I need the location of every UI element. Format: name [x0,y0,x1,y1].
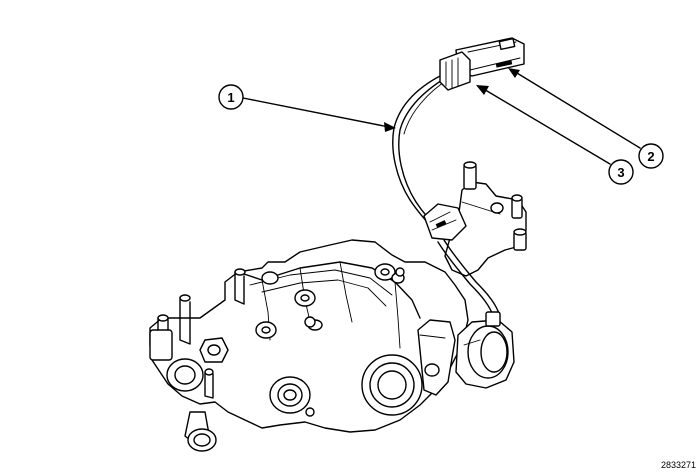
callout-1: 1 [218,84,396,132]
callout-number-1: 1 [227,90,234,105]
callout-2: 2 [508,68,664,169]
sensor-body [455,311,515,389]
callout-number-2: 2 [647,149,654,164]
callout-number-3: 3 [617,165,624,180]
electrical-connector [439,37,525,91]
leader-arrow-3 [476,85,489,95]
sensor-mount-bracket [444,161,527,277]
figure-id: 2833271 [661,460,696,470]
callout-circle-1 [218,84,244,110]
callout-circle-3 [608,159,634,185]
leader-line-3 [481,87,611,165]
leader-line-2 [511,69,641,149]
valve-body-housing [149,239,469,452]
leader-arrow-1 [384,122,396,132]
inline-harness-connector [423,203,467,241]
callout-3: 3 [476,85,634,185]
leader-arrow-2 [508,68,520,78]
callout-circle-2 [638,143,664,169]
leader-line-1 [242,97,395,129]
